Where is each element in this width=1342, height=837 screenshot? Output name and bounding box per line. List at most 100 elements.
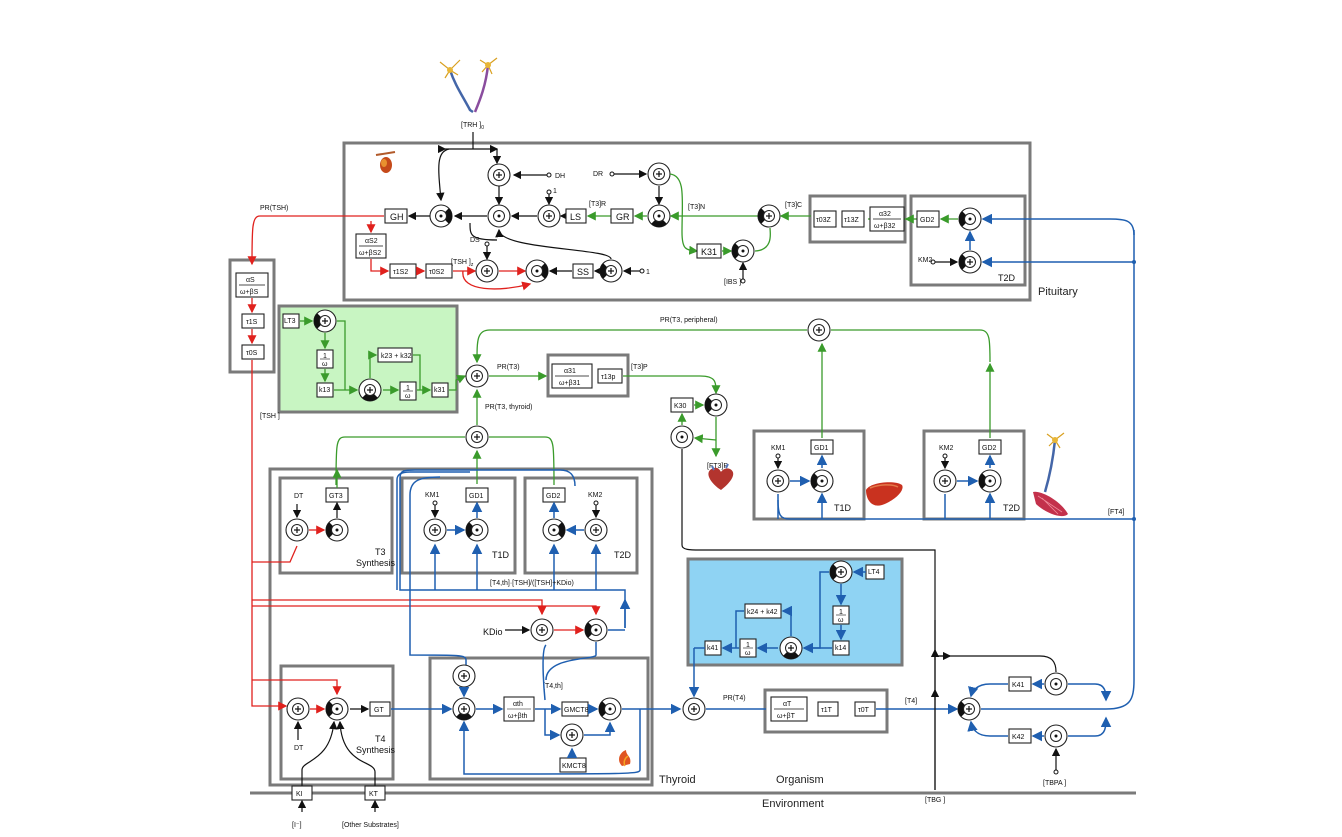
k23-text: k23 + k32 bbox=[381, 353, 412, 360]
t3-bl-1 bbox=[681, 449, 936, 790]
a31-den: ω+β31 bbox=[559, 380, 580, 387]
thyroid-gland-icon bbox=[619, 750, 631, 767]
pr-tsh-label: PR(TSH) bbox=[260, 205, 288, 212]
sum-node bbox=[647, 162, 671, 186]
sum-node bbox=[465, 364, 489, 388]
t03z-text: τ03Z bbox=[816, 217, 832, 224]
t1d-peripheral-label: T1D bbox=[834, 503, 852, 513]
thyi-bl-9 bbox=[458, 709, 641, 775]
gd2-per-block bbox=[978, 439, 1002, 455]
sum-node bbox=[560, 723, 584, 747]
gc-g5 bbox=[368, 350, 378, 378]
gt3-text: GT3 bbox=[329, 493, 343, 500]
prod-node bbox=[584, 618, 608, 642]
tos2-text: τ0S2 bbox=[429, 269, 444, 276]
one-w3-num: 1 bbox=[839, 609, 843, 616]
tsh-rl-7 bbox=[252, 605, 601, 616]
sum-node bbox=[358, 378, 382, 402]
ls-block bbox=[565, 208, 587, 224]
thyroid-inner-region bbox=[428, 656, 650, 781]
pit-bl-21 bbox=[495, 228, 612, 260]
prod-node bbox=[1044, 672, 1068, 696]
at-den: ω+βT bbox=[777, 713, 796, 720]
tbg-bl-1 bbox=[935, 655, 1057, 673]
tt-text: τ1T bbox=[821, 707, 833, 714]
sum-node bbox=[766, 469, 790, 493]
sum-node bbox=[452, 664, 476, 688]
environment-label: Environment bbox=[762, 798, 824, 810]
ss-text: SS bbox=[577, 267, 589, 277]
gmct8-text: GMCT8 bbox=[564, 707, 589, 714]
ds-label: DS bbox=[470, 237, 480, 244]
sum-node bbox=[599, 259, 623, 283]
dt-t3-label: DT bbox=[294, 493, 304, 500]
km2-pit-label: KM2 bbox=[918, 257, 933, 264]
prod-node bbox=[1044, 724, 1068, 748]
sum-node bbox=[779, 636, 803, 660]
t2d-thyroid-region bbox=[523, 476, 639, 575]
gd1-per-block bbox=[810, 439, 834, 455]
t3-gl-14 bbox=[489, 436, 555, 486]
t3r-label: [T3]R bbox=[589, 201, 606, 208]
k23-block bbox=[377, 347, 413, 363]
t3-gl-2 bbox=[623, 375, 721, 395]
t4syn-bl-4 bbox=[301, 720, 338, 786]
thyroid-region bbox=[268, 467, 654, 787]
ibs-label: [IBS ] bbox=[724, 279, 741, 286]
k14-block bbox=[832, 640, 850, 656]
tsh-rl-6 bbox=[252, 599, 547, 616]
ft4-bl-5 bbox=[777, 499, 1134, 520]
tsh-z-label: [TSH ]z bbox=[451, 259, 474, 268]
k13-block bbox=[316, 382, 334, 398]
lt3-block bbox=[282, 313, 300, 329]
k24-block bbox=[744, 603, 782, 619]
k42-block bbox=[1008, 728, 1032, 744]
k41-text: K41 bbox=[1012, 682, 1025, 689]
ft4-bl-4 bbox=[1105, 230, 1135, 710]
gt-block bbox=[369, 701, 391, 717]
gc-g9 bbox=[449, 375, 467, 391]
thyi-bl-10 bbox=[542, 644, 547, 701]
t13z-block bbox=[841, 210, 865, 228]
thyi-bl-11 bbox=[545, 642, 597, 681]
pit-gl-6 bbox=[681, 231, 699, 255]
gr-text: GR bbox=[616, 212, 630, 222]
k31-text: K31 bbox=[701, 247, 717, 257]
t2d-pituitary-label: T2D bbox=[998, 273, 1016, 283]
t4th-formula-label: [T4,th]·[TSH]/([TSH]+KDio) bbox=[490, 580, 574, 587]
sum-node bbox=[829, 560, 853, 584]
neuron-right-icon bbox=[1043, 432, 1065, 493]
dr-node bbox=[609, 171, 615, 177]
k41-block bbox=[1008, 676, 1032, 692]
as2-num: αS2 bbox=[365, 238, 378, 245]
sum-node bbox=[933, 469, 957, 493]
t3-gl-7 bbox=[472, 329, 807, 364]
pit-gl-3 bbox=[669, 173, 684, 233]
neuron-icon bbox=[439, 57, 498, 114]
dh-label: DH bbox=[555, 173, 565, 180]
as2-den: ω+βS2 bbox=[359, 250, 381, 257]
thyi-bl-6 bbox=[544, 709, 561, 741]
ki-text: KI bbox=[296, 791, 303, 798]
k13-text: k13 bbox=[319, 387, 330, 394]
kmct8-text: KMCT8 bbox=[562, 763, 586, 770]
sum-node bbox=[957, 697, 981, 721]
one-w4-den: ω bbox=[745, 650, 751, 657]
t3n-label: [T3]N bbox=[688, 204, 705, 211]
thy-bl-7 bbox=[409, 476, 467, 672]
pit-bl-16 bbox=[469, 222, 498, 241]
dt-t4-label: DT bbox=[294, 745, 304, 752]
prod-node bbox=[325, 697, 349, 721]
ft4-bl-2 bbox=[1068, 683, 1112, 702]
t3-gl-6 bbox=[693, 434, 717, 444]
ath-num: αth bbox=[513, 701, 523, 708]
heart-icon bbox=[708, 463, 734, 490]
gh-block bbox=[384, 208, 408, 224]
thyroid-label: Thyroid bbox=[659, 774, 696, 786]
thy-bl-1 bbox=[399, 469, 626, 628]
gt-text: GT bbox=[374, 707, 384, 714]
one-w-den: ω bbox=[322, 361, 328, 368]
pit-bl-1 bbox=[436, 148, 450, 202]
one-w-num: 1 bbox=[323, 353, 327, 360]
